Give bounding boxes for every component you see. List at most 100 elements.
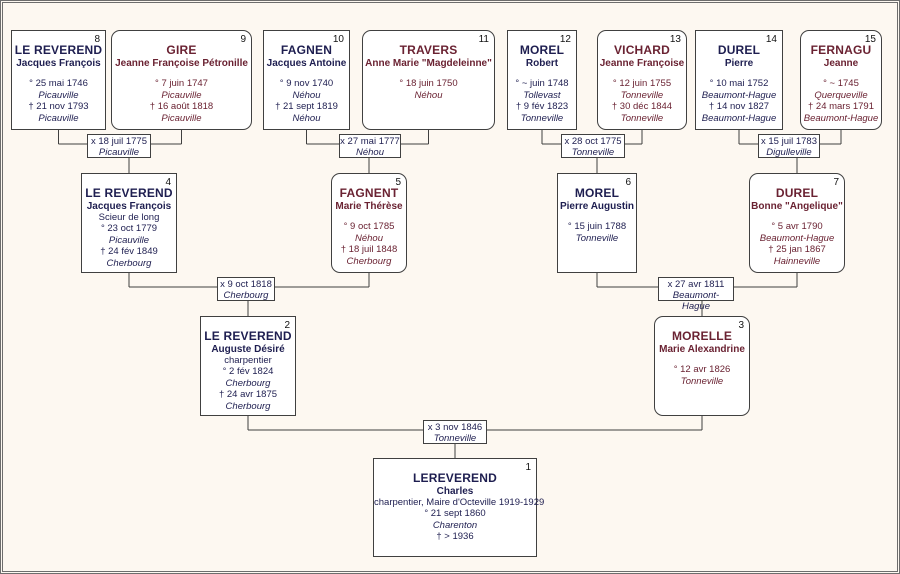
spacer — [558, 212, 636, 221]
death-place: Cherbourg — [82, 258, 176, 270]
birth-place: Picauville — [112, 90, 251, 102]
death-place: Hainneville — [750, 256, 844, 268]
person-number: 7 — [833, 177, 839, 188]
death-date: † > 1936 — [436, 531, 474, 542]
person-surname: LE REVEREND — [14, 43, 103, 57]
person-surname: DUREL — [717, 43, 761, 57]
spacer — [750, 212, 844, 221]
person-number: 9 — [240, 34, 246, 45]
marriage-date: x 9 oct 1818 — [220, 279, 272, 290]
birth-place-text: Picauville — [161, 89, 202, 101]
marriage-date: x 27 avr 1811 — [667, 279, 725, 290]
person-number: 14 — [765, 34, 777, 45]
marriage-place: Tonneville — [433, 433, 477, 444]
person-number: 15 — [864, 34, 876, 45]
death-place-text: Néhou — [292, 112, 321, 124]
birth-date: ° 18 juin 1750 — [399, 78, 458, 89]
death-place-text: Cherbourg — [225, 400, 271, 412]
spacer — [801, 69, 881, 78]
birth-date: ° 2 fév 1824 — [222, 366, 274, 377]
marriage-date: x 18 juil 1775 — [91, 136, 147, 147]
person-number: 5 — [395, 177, 401, 188]
marriage-place-row: Tonneville — [562, 147, 624, 158]
person-given-names: Jeanne — [823, 58, 859, 69]
person-given-names: Pierre Augustin — [559, 201, 635, 212]
person-surname: LE REVEREND — [204, 329, 292, 343]
marriage-place-row: Beaumont-Hague — [659, 290, 733, 312]
person-number: 1 — [525, 462, 531, 473]
person-number: 3 — [738, 320, 744, 331]
person-given-names: Bonne "Angelique" — [751, 201, 843, 212]
death-place-text: Cherbourg — [106, 257, 152, 269]
spacer — [112, 69, 251, 78]
birth-place-text: Picauville — [108, 234, 150, 246]
death-place: Picauville — [12, 113, 105, 125]
death-date: † 30 déc 1844 — [611, 101, 673, 112]
death-date: † 25 jan 1867 — [768, 244, 826, 255]
person-given-names: Anne Marie "Magdeleinne" — [365, 58, 492, 69]
spacer — [696, 69, 782, 78]
person-given-names: Jacques François — [16, 58, 101, 69]
birth-place: Tollevast — [508, 90, 576, 102]
person-surname: FAGNENT — [339, 186, 399, 200]
person-number: 2 — [284, 320, 290, 331]
person-occupation: charpentier — [224, 355, 272, 366]
death-place: Tonneville — [598, 113, 686, 125]
person-surname: LE REVEREND — [85, 186, 173, 200]
person-number: 6 — [625, 177, 631, 188]
person-given-names: Pierre — [724, 58, 754, 69]
person-given-names: Jacques François — [86, 201, 172, 212]
birth-date: ° 25 mai 1746 — [29, 78, 88, 89]
birth-place: Néhou — [363, 90, 494, 102]
death-place: Néhou — [264, 113, 349, 125]
person-surname: LEREVEREND — [412, 471, 497, 485]
person-surname: MOREL — [519, 43, 565, 57]
death-place: Beaumont-Hague — [696, 113, 782, 125]
person-surname: FAGNEN — [280, 43, 333, 57]
birth-date: ° 21 sept 1860 — [424, 508, 486, 519]
person-surname: GIRE — [166, 43, 197, 57]
birth-place: Picauville — [12, 90, 105, 102]
person-given-names: Marie Alexandrine — [659, 344, 745, 355]
birth-date: ° 5 avr 1790 — [771, 221, 823, 232]
birth-place: Charenton — [374, 520, 536, 532]
marriage-place: Tonneville — [571, 147, 615, 158]
death-place: Tonneville — [508, 113, 576, 125]
person-occupation: Scieur de long — [98, 212, 160, 223]
spacer — [332, 212, 406, 221]
birth-date: ° 10 mai 1752 — [709, 78, 769, 89]
person-given-names: Jeanne Françoise Pétronille — [115, 58, 248, 69]
spacer — [598, 69, 686, 78]
death-place-text: Cherbourg — [346, 255, 392, 267]
birth-place: Cherbourg — [201, 378, 295, 390]
birth-place-text: Cherbourg — [225, 377, 271, 389]
death-place-text: Tonneville — [520, 112, 564, 124]
birth-place: Beaumont-Hague — [696, 90, 782, 102]
birth-date: ° ~ juin 1748 — [515, 78, 569, 89]
birth-date: ° 15 juin 1788 — [567, 221, 627, 232]
death-place-text: Beaumont-Hague — [701, 112, 777, 124]
marriage-place-row: Cherbourg — [218, 290, 274, 301]
person-given-names: Auguste Désiré — [211, 344, 285, 355]
birth-date: ° ~ 1745 — [823, 78, 859, 89]
person-number: 11 — [478, 34, 489, 45]
birth-place: Querqueville — [801, 90, 881, 102]
